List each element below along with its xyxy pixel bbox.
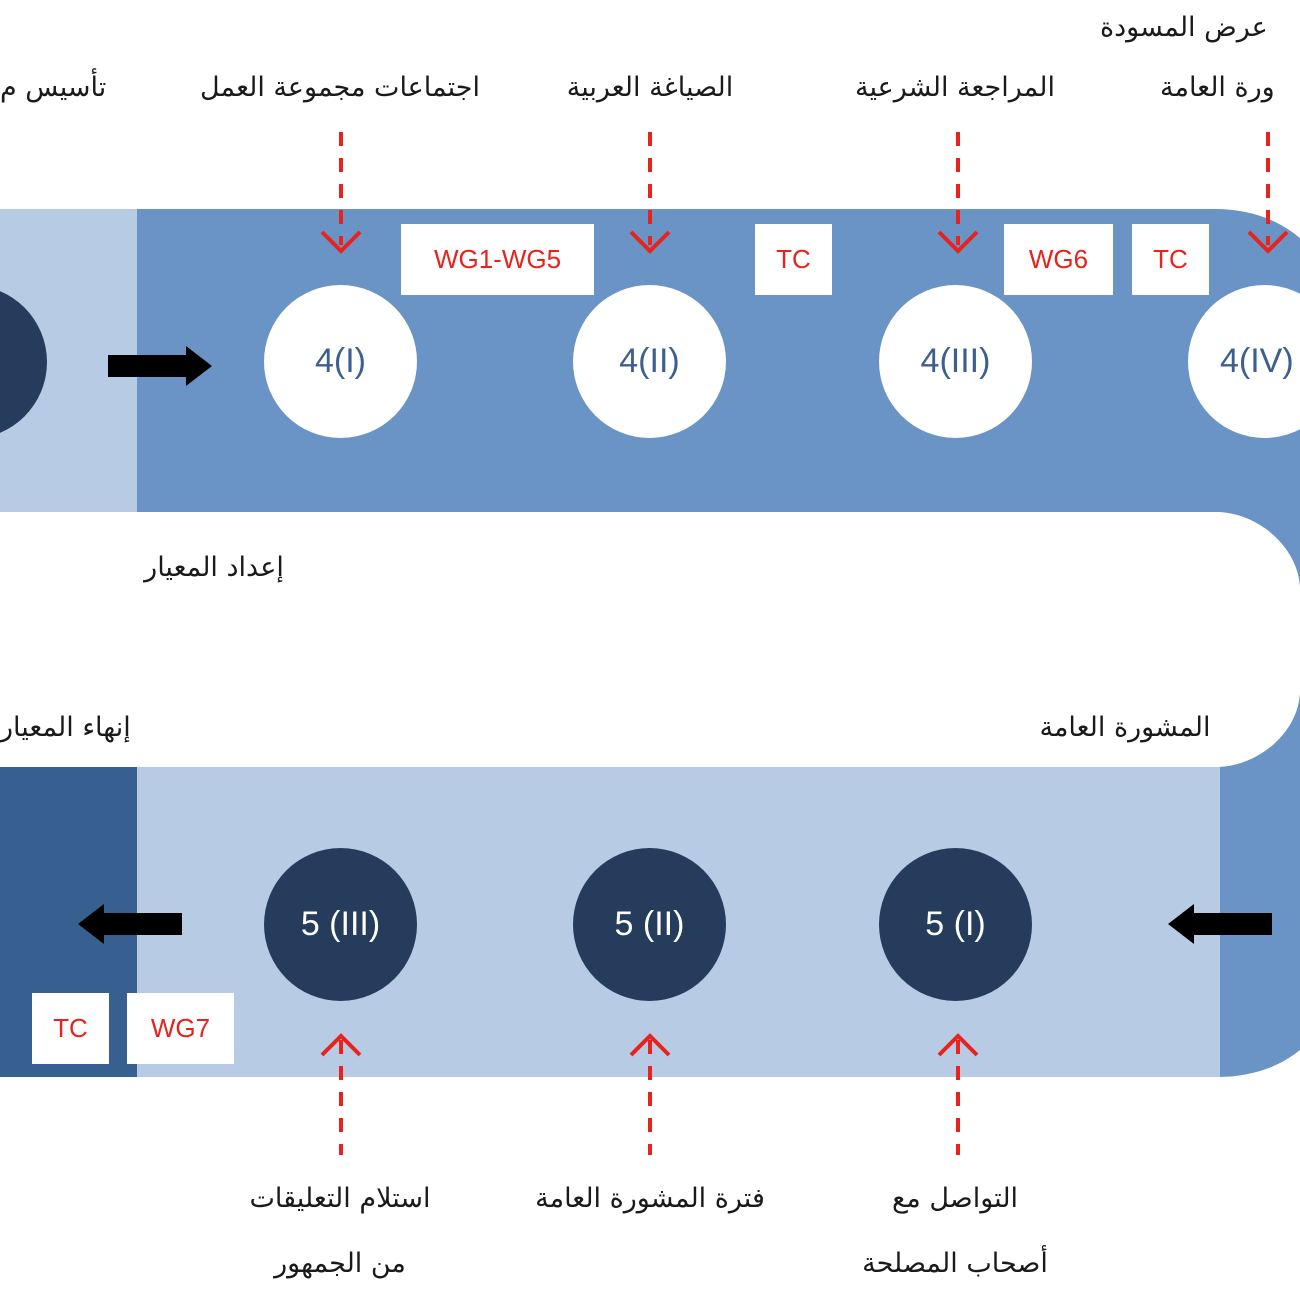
tag-wg1-wg5: WG1-WG5 [401, 224, 594, 295]
circle-4iv: 4(IV) [1188, 285, 1300, 438]
label-draft-display: عرض المسودة [1100, 12, 1268, 43]
tag-wg6: WG6 [1004, 224, 1113, 295]
label-stakeholders-2: أصحاب المصلحة [862, 1248, 1048, 1279]
label-receive-comments-2: من الجمهور [274, 1248, 406, 1279]
down-arrows [320, 132, 1289, 254]
label-arabic-drafting: الصياغة العربية [566, 72, 734, 103]
label-stakeholders-1: التواصل مع [891, 1183, 1019, 1214]
arrow-right-icon [108, 346, 212, 386]
circle-5iii: 5 (III) [264, 848, 417, 1001]
arrow-left-bottom-icon [78, 904, 182, 944]
label-sharia-review: المراجعة الشرعية [855, 72, 1055, 103]
label-public-consult-top: ورة العامة [1160, 72, 1275, 103]
arrow-left-right-side-icon [1168, 904, 1272, 944]
label-public-period: فترة المشورة العامة [535, 1183, 765, 1214]
label-stage3: تأسيس م [0, 72, 107, 103]
label-prep-phase: إعداد المعيار [144, 552, 284, 583]
up-arrows [320, 1033, 979, 1155]
u-turn-band [137, 209, 1300, 1077]
circle-5ii: 5 (II) [573, 848, 726, 1001]
tag-tc-1: TC [755, 224, 832, 295]
label-wg-meetings: اجتماعات مجموعة العمل [200, 72, 480, 103]
circle-5i: 5 (I) [879, 848, 1032, 1001]
circle-4i: 4(I) [264, 285, 417, 438]
circle-4iv-clip: 4(IV) [1188, 285, 1300, 438]
label-finalize-phase: إنهاء المعيار [0, 712, 131, 743]
stage3-circle [0, 291, 47, 433]
tag-tc-2: TC [1132, 224, 1209, 295]
u-inner [1215, 512, 1300, 767]
tag-tc-3: TC [32, 993, 109, 1064]
label-receive-comments-1: استلام التعليقات [249, 1183, 431, 1214]
circle-4ii: 4(II) [573, 285, 726, 438]
circle-4iii: 4(III) [879, 285, 1032, 438]
tag-wg7: WG7 [127, 993, 234, 1064]
label-public-phase: المشورة العامة [1039, 712, 1211, 743]
